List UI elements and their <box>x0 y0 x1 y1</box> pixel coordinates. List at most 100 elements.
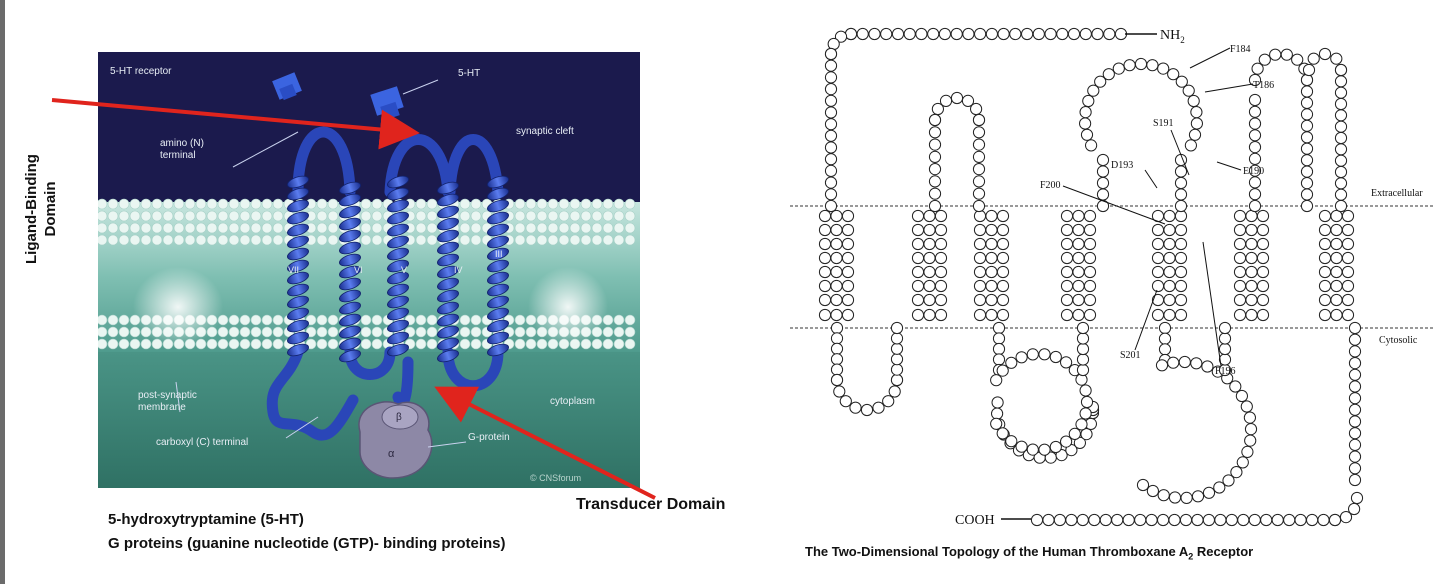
residue-bead <box>830 265 843 279</box>
lipid-head <box>327 326 339 338</box>
residue-bead <box>1334 86 1348 99</box>
residue-bead <box>839 395 852 408</box>
helix-turn <box>387 283 409 297</box>
lipid-head <box>613 234 625 246</box>
lipid-head <box>118 210 130 222</box>
residue-bead <box>972 126 986 139</box>
residue-bead <box>992 332 1006 345</box>
residue-bead <box>1256 209 1270 223</box>
residue-bead <box>1318 209 1332 223</box>
residue-bead <box>891 27 905 41</box>
residue-bead <box>972 150 986 163</box>
residue-bead <box>868 27 881 41</box>
lipid-head <box>360 198 372 210</box>
residue-bead <box>1174 293 1188 307</box>
residue-bead <box>1300 154 1314 167</box>
helix-turn <box>287 271 309 285</box>
residue-bead <box>996 279 1010 293</box>
thromboxane-topology-diagram: NH2 COOH Extracellular Cytosolic F184 T1… <box>785 10 1435 540</box>
residue-bead <box>830 308 843 322</box>
residue-bead <box>1168 513 1181 527</box>
lipid-head <box>470 222 482 234</box>
helix-turn <box>437 193 459 207</box>
residue-bead <box>824 188 838 201</box>
helix-turn <box>387 187 409 201</box>
residue-bead <box>911 308 925 322</box>
residue-bead <box>934 293 948 307</box>
lipid-head <box>195 198 207 210</box>
residue-bead <box>1248 199 1262 213</box>
residue-bead <box>1233 237 1247 251</box>
residue-bead <box>1341 293 1355 307</box>
lipid-head <box>98 338 108 350</box>
lipid-head <box>591 198 603 210</box>
residue-bead <box>1300 142 1314 155</box>
residue-bead <box>1283 513 1296 527</box>
residue-bead <box>1334 109 1348 122</box>
residue-label-s191: S191 <box>1153 118 1174 129</box>
residue-bead <box>1302 63 1316 77</box>
residue-bead <box>1317 513 1330 527</box>
lipid-head <box>371 210 383 222</box>
lipid-head <box>525 234 537 246</box>
residue-bead <box>1180 491 1193 504</box>
residue-bead <box>1111 513 1124 527</box>
residue-bead <box>1174 165 1188 178</box>
residue-bead <box>1318 237 1332 251</box>
residue-bead <box>1318 293 1332 307</box>
residue-bead <box>830 293 843 307</box>
lipid-head <box>536 222 548 234</box>
residue-bead <box>1087 84 1100 97</box>
residue-bead <box>1174 237 1188 251</box>
residue-bead <box>1330 251 1343 265</box>
residue-bead <box>1151 237 1165 251</box>
residue-bead <box>1248 176 1262 189</box>
lipid-head <box>547 234 559 246</box>
residue-bead <box>818 308 832 322</box>
residue-bead <box>1341 265 1355 279</box>
helix-turn <box>437 301 459 315</box>
residue-bead <box>1151 251 1165 265</box>
residue-bead <box>923 293 936 307</box>
residue-bead <box>1085 139 1098 152</box>
lipid-head <box>239 222 251 234</box>
helix-turn <box>339 337 361 351</box>
residue-bead <box>1300 177 1314 190</box>
residue-bead <box>1175 75 1188 88</box>
lipid-head <box>371 326 383 338</box>
residue-bead <box>992 342 1006 356</box>
residue-bead <box>1256 265 1270 279</box>
residue-bead <box>1341 308 1355 322</box>
residue-bead <box>934 223 948 237</box>
residue-bead <box>1158 332 1172 345</box>
residue-bead <box>1248 188 1262 201</box>
residue-bead <box>1096 153 1110 167</box>
lipid-head <box>107 198 119 210</box>
lipid-head <box>195 234 207 246</box>
residue-bead <box>1060 435 1073 448</box>
residue-bead <box>824 199 838 213</box>
residue-bead <box>1233 308 1247 322</box>
helix-turn <box>487 223 509 237</box>
residue-bead <box>1163 265 1176 279</box>
residue-bead <box>1348 450 1362 463</box>
helix-turn <box>339 181 361 195</box>
helix-turn <box>339 277 361 291</box>
lipid-head <box>239 338 251 350</box>
residue-bead <box>1348 403 1362 416</box>
lipid-head <box>98 234 108 246</box>
residue-bead <box>972 163 986 176</box>
residue-bead <box>1168 491 1182 504</box>
residue-bead <box>1072 293 1085 307</box>
residue-bead <box>1009 27 1022 41</box>
residue-bead <box>1334 165 1348 179</box>
residue-bead <box>1334 120 1348 133</box>
residue-bead <box>830 342 844 355</box>
residue-bead <box>818 293 832 307</box>
residue-bead <box>1243 411 1256 424</box>
residue-bead <box>1245 279 1258 293</box>
residue-bead <box>1269 48 1282 61</box>
residue-pointer <box>1216 161 1242 171</box>
helix-turn <box>287 331 309 345</box>
residue-bead <box>1079 106 1092 119</box>
